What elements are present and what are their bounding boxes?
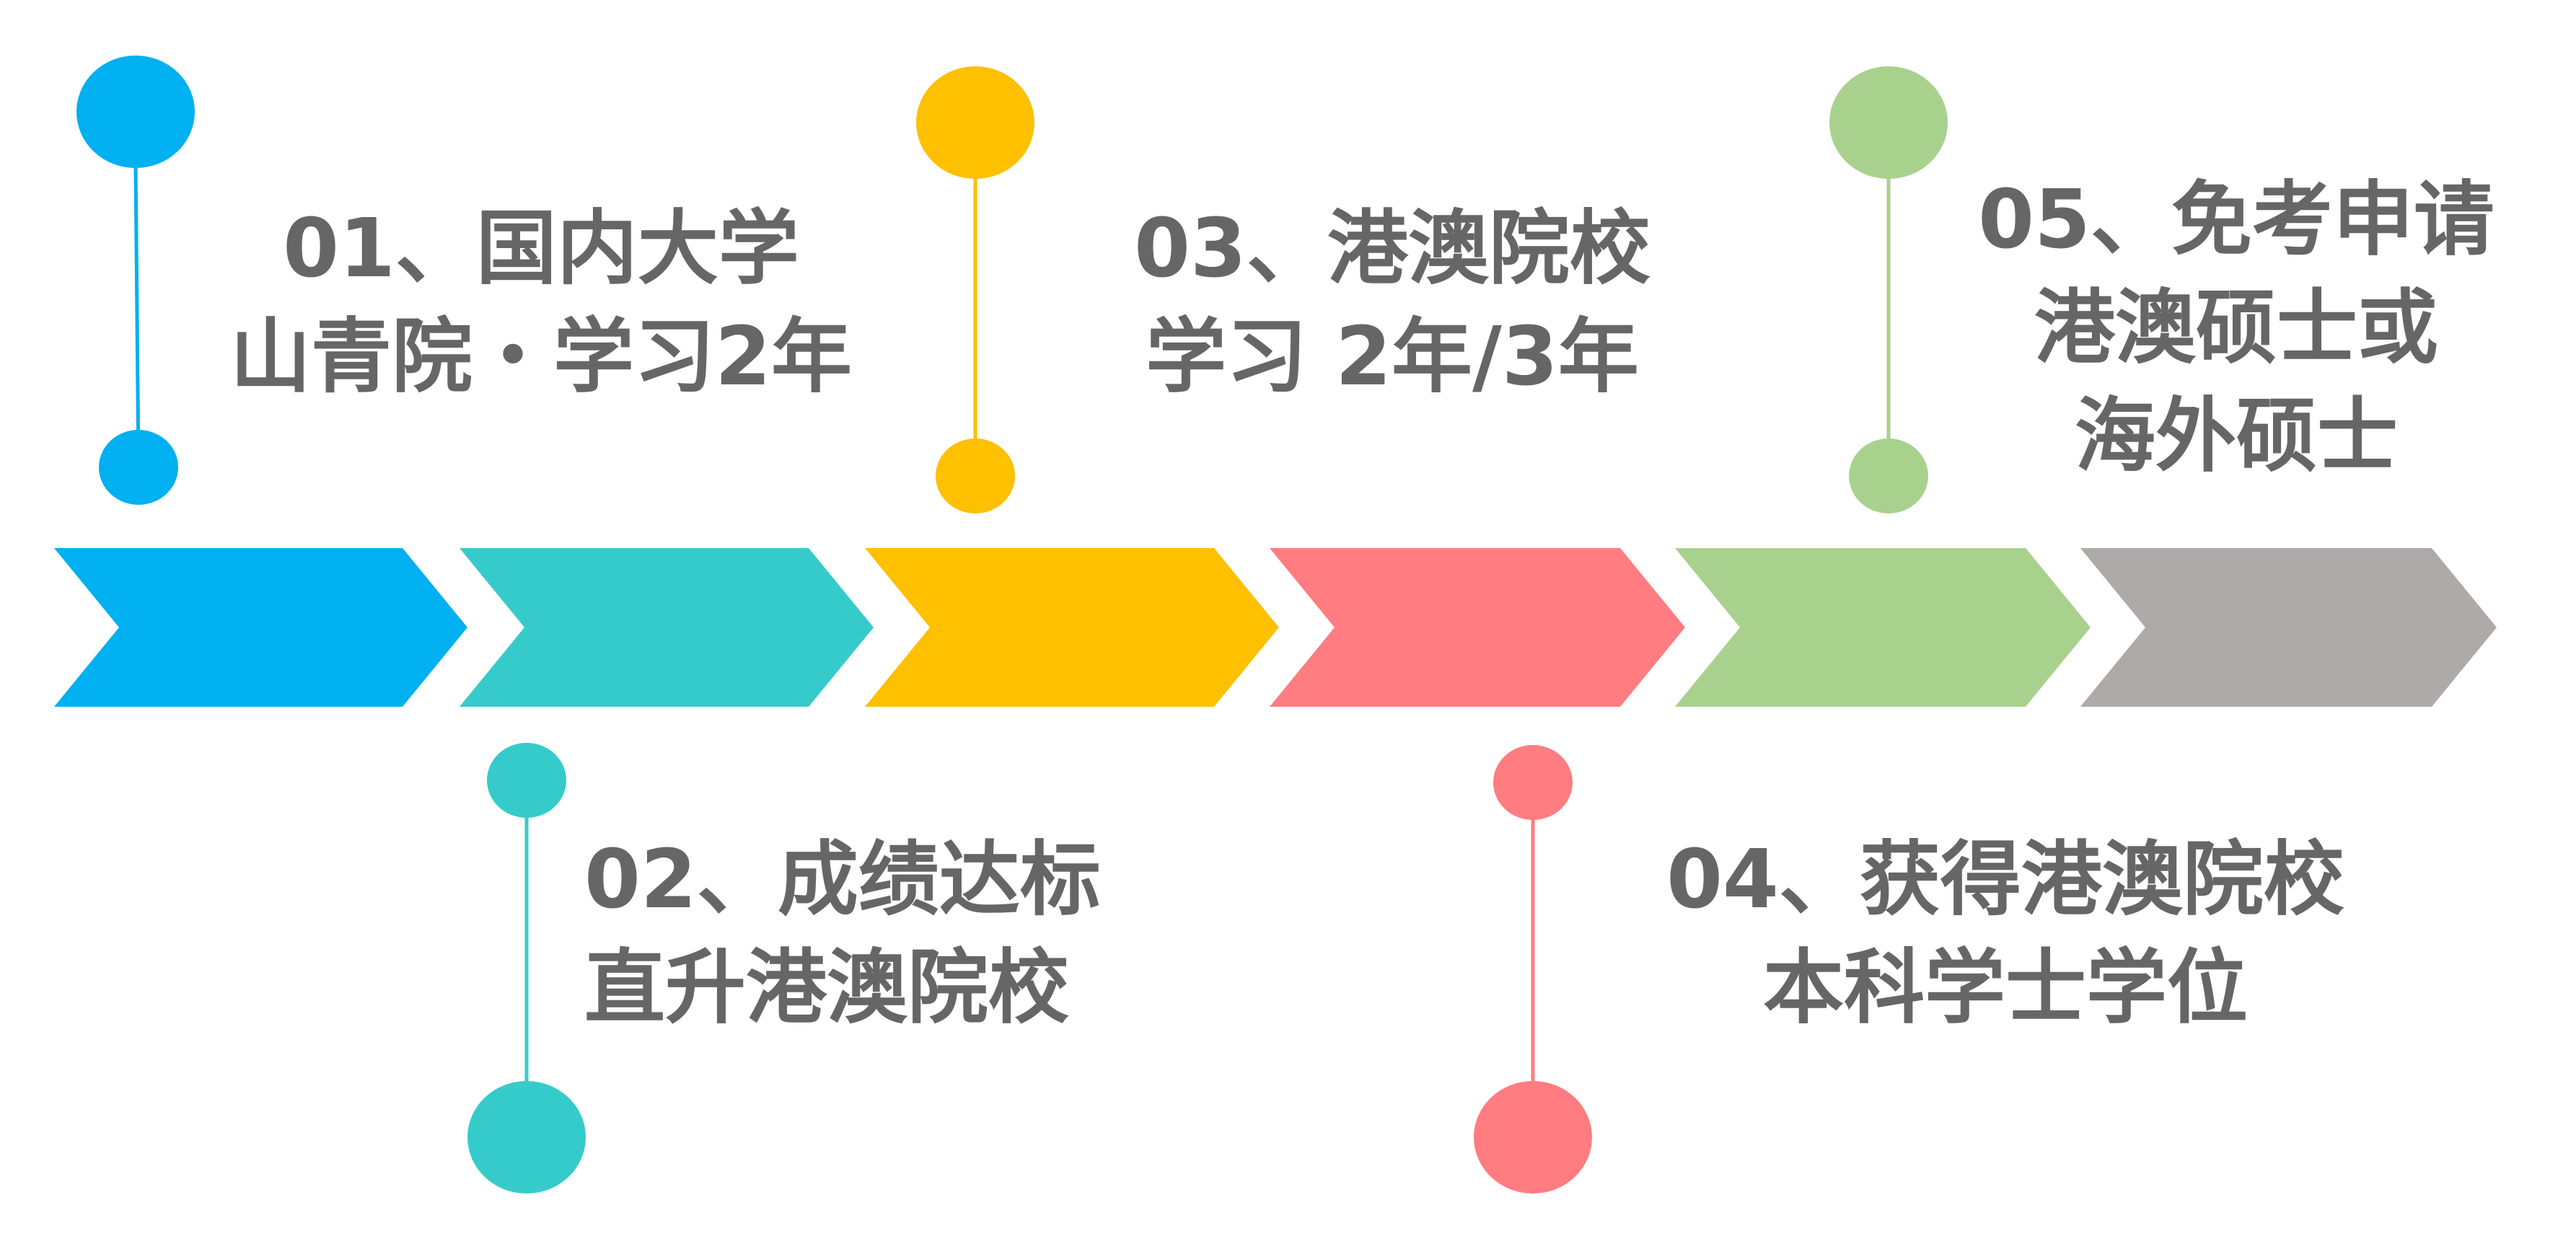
step-1-label: 01、国内大学 山青院・学习2年: [202, 195, 880, 411]
chevron-1: [54, 548, 467, 707]
step-1-detail: 山青院・学习2年: [230, 310, 852, 404]
step-4-title: 04、获得港澳院校: [1666, 833, 2344, 927]
chevron-6: [2080, 548, 2497, 707]
pin-step-5: [1829, 66, 1948, 513]
pin-step-1: [76, 56, 195, 505]
chevron-row: [54, 548, 2497, 707]
step-5-label: 05、免考申请 港澳硕士或 海外硕士: [1948, 166, 2525, 490]
step-2-label: 02、成绩达标 直升港澳院校: [584, 826, 1234, 1042]
step-2-title: 02、成绩达标: [584, 833, 1101, 927]
step-2-detail: 直升港澳院校: [584, 941, 1069, 1035]
step-1-title: 01、国内大学: [283, 202, 799, 296]
chevron-5: [1675, 548, 2091, 707]
step-3-detail: 学习 2年/3年: [1146, 310, 1639, 404]
step-4-detail: 本科学士学位: [1763, 941, 2248, 1035]
pin-step-4: [1474, 745, 1592, 1194]
pin-step-3: [916, 66, 1034, 513]
chevron-2: [460, 548, 874, 707]
step-4-label: 04、获得港澳院校 本科学士学位: [1609, 826, 2402, 1042]
step-3-label: 03、港澳院校 学习 2年/3年: [1082, 195, 1702, 411]
step-5-title: 05、免考申请: [1978, 173, 2494, 267]
chevron-4: [1270, 548, 1685, 707]
step-5-detail-2: 海外硕士: [2075, 389, 2398, 483]
step-3-title: 03、港澳院校: [1134, 202, 1650, 296]
chevron-3: [865, 548, 1279, 707]
step-5-detail: 港澳硕士或: [2034, 281, 2438, 375]
pin-step-2: [467, 743, 586, 1194]
